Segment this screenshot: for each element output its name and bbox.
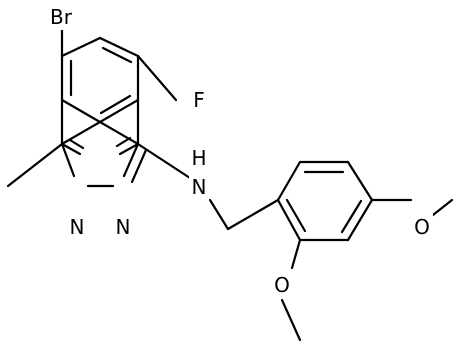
ortho-methoxy-oxygen-label: O — [274, 273, 290, 297]
bond-c8a-c4a-inner — [99, 94, 132, 115]
bond-c8-f — [136, 54, 178, 102]
bond-ar6-ar1-inner — [285, 198, 307, 233]
bond-ar6-o-ortho — [290, 238, 302, 270]
nh-h-label-bg — [189, 146, 209, 170]
bond-c4-n3-dbl — [68, 138, 85, 150]
bond-o-para-me — [431, 198, 453, 217]
bond-nh-ch2 — [208, 198, 230, 231]
br-label-bg — [40, 4, 82, 30]
n-left-label-bg — [66, 214, 86, 240]
para-methoxy-oxygen-label: O — [414, 215, 430, 239]
bond-methyl — [6, 142, 64, 188]
bond-c4-c4a-main — [60, 120, 102, 146]
bond-c1-c8a-main — [98, 120, 140, 146]
f-label-bg — [187, 87, 211, 113]
amine-nitrogen-label: N — [192, 175, 207, 199]
bromine-label: Br — [50, 5, 73, 29]
bond-c4-n3-main — [60, 142, 76, 178]
bond-c4a-c5 — [60, 98, 102, 124]
bond-ar3-ar4 — [346, 160, 374, 202]
bond-c1-n2 — [118, 142, 140, 156]
label-layer: Br F N N H N O O — [40, 4, 433, 298]
bond-ar6-ar1 — [276, 198, 302, 242]
o-ortho-label-bg — [271, 272, 293, 298]
bond-c7-c8 — [98, 36, 140, 58]
bond-o-ortho-me — [280, 298, 302, 342]
ring-nitrogen-left-label: N — [70, 215, 85, 239]
o-para-label-bg — [411, 214, 433, 240]
bond-c8a-c4a — [98, 98, 140, 124]
bond-ar4-ar5 — [346, 198, 374, 242]
n-right-label-bg — [113, 214, 133, 240]
bond-c1-n2-second — [130, 148, 148, 184]
bond-ch2-aryl — [226, 198, 280, 231]
ring-nitrogen-right-label: N — [116, 215, 131, 239]
bond-c1-n2-main — [122, 142, 140, 178]
bond-layer — [6, 28, 453, 342]
fluorine-label: F — [193, 88, 205, 112]
bond-ar4-ar5-inner — [340, 199, 363, 234]
bond-c6-c7 — [60, 36, 102, 58]
nh-n-label-bg — [189, 174, 209, 200]
bond-n3-c4 — [60, 142, 82, 156]
amine-hydrogen-label: H — [191, 146, 206, 170]
bond-c1-nh — [136, 142, 192, 180]
bond-ar1-ar2 — [276, 160, 302, 202]
bond-c7-c8-inner — [101, 46, 133, 64]
